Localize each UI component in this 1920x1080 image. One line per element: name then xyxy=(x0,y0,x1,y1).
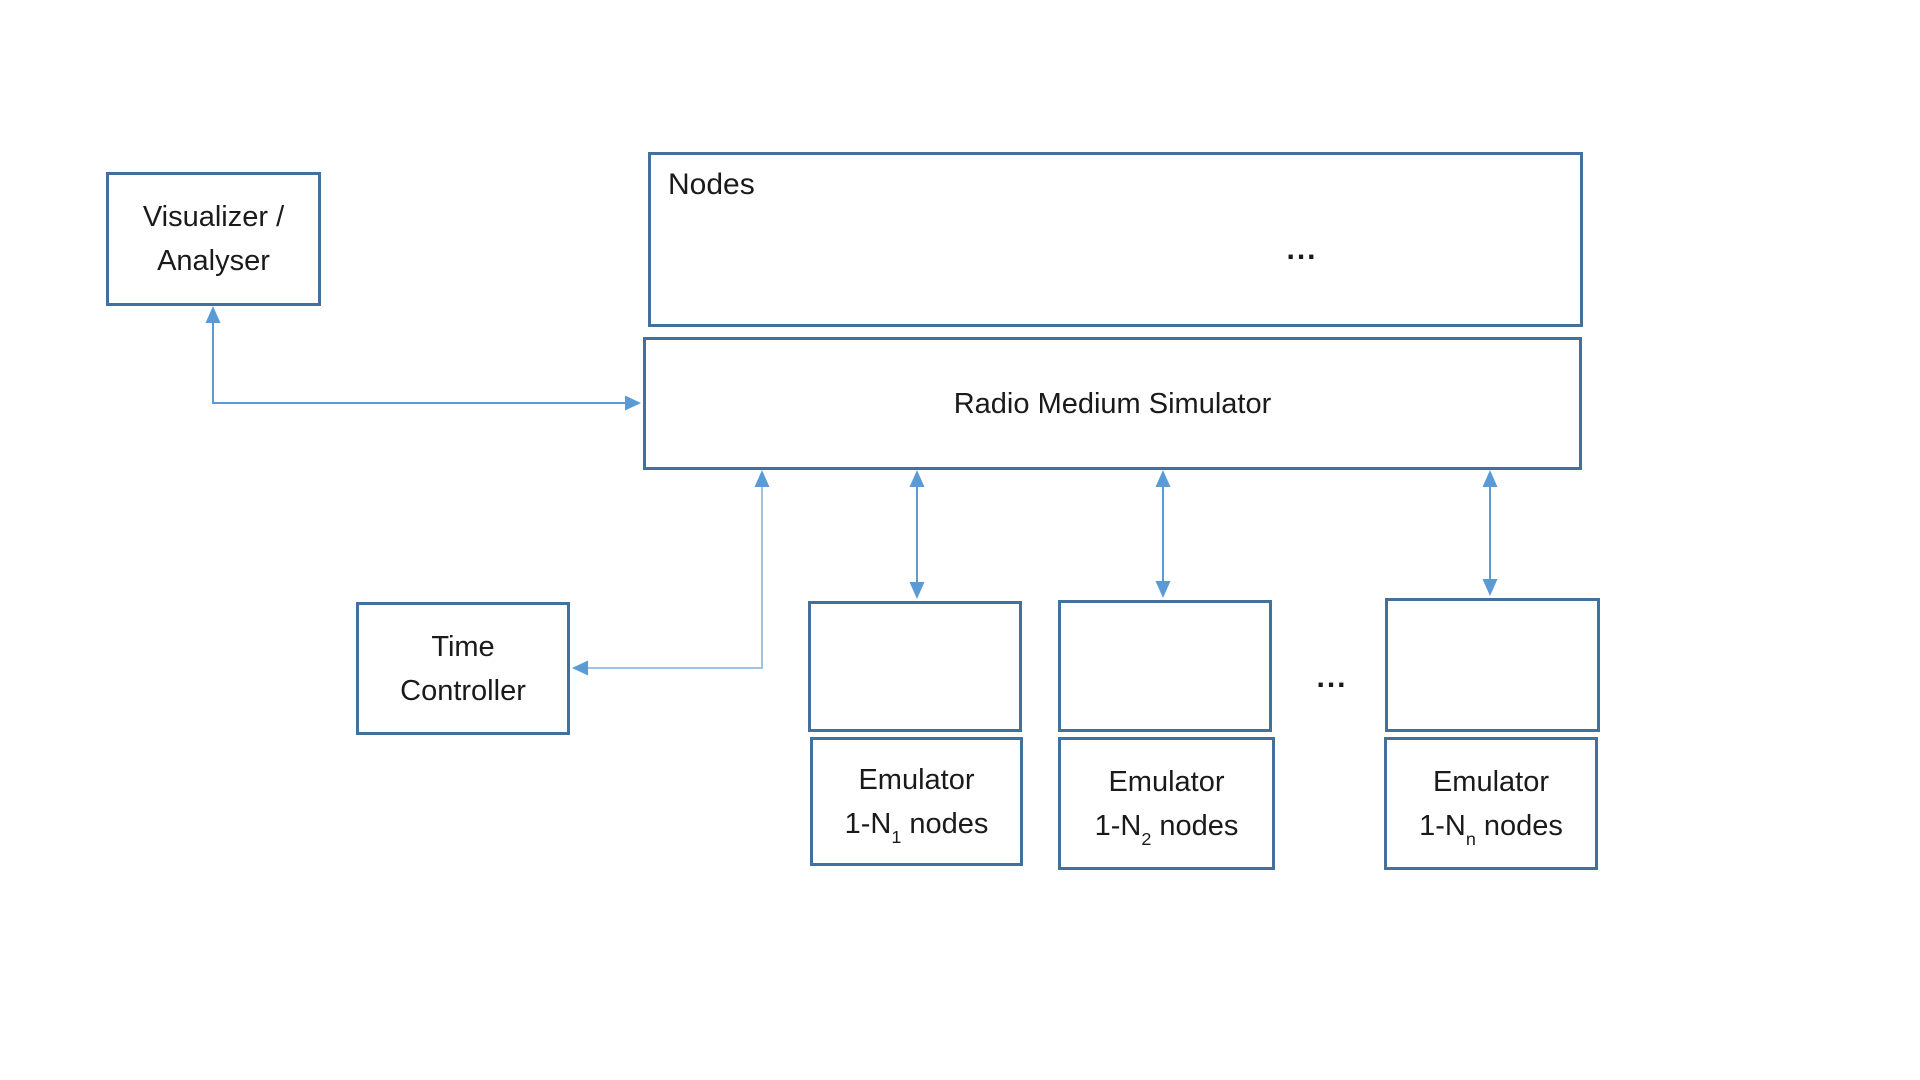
radio-medium-simulator-box: Radio Medium Simulator xyxy=(643,337,1582,470)
arrowhead-down-emulator2-icon xyxy=(1155,581,1171,598)
emulator1-nodes-suffix: nodes xyxy=(901,807,989,840)
emulator2-nodes-suffix: nodes xyxy=(1151,809,1239,842)
time-controller-label-line2: Controller xyxy=(400,674,526,707)
radio-medium-simulator-label: Radio Medium Simulator xyxy=(953,387,1272,420)
emulator2-nodes-prefix: 1-N xyxy=(1094,809,1142,842)
emulator1-nodes-label: 1-N1 nodes xyxy=(845,802,989,846)
arrowhead-left-timecontroller-icon xyxy=(572,660,588,676)
emulator1-cluster-box xyxy=(808,601,1022,732)
emulator1-nodes-prefix: 1-N xyxy=(844,807,892,840)
cluster-ellipsis: ... xyxy=(1316,661,1348,694)
emulatorN-title: Emulator xyxy=(1432,765,1550,798)
emulatorN-nodes-sub: n xyxy=(1465,828,1476,849)
emulator2-nodes-label: 1-N2 nodes xyxy=(1095,804,1239,848)
arrowhead-up-rms-1-icon xyxy=(909,470,925,487)
emulatorN-cluster-box xyxy=(1385,598,1600,732)
emulator2-box: Emulator 1-N2 nodes xyxy=(1058,737,1275,870)
emulator2-nodes-sub: 2 xyxy=(1141,828,1152,849)
arrowhead-up-rms-n-icon xyxy=(1482,470,1498,487)
emulatorN-nodes-suffix: nodes xyxy=(1475,809,1563,842)
connector-timecontroller-to-rms xyxy=(586,479,763,669)
nodes-panel-ellipsis: ... xyxy=(1286,233,1318,266)
visualizer-label-line1: Visualizer / xyxy=(142,201,285,233)
arrowhead-up-visualizer-icon xyxy=(205,306,221,323)
emulator1-nodes-sub: 1 xyxy=(891,826,902,847)
emulator1-title: Emulator xyxy=(858,763,975,796)
visualizer-label-line2: Analyser xyxy=(157,245,270,277)
nodes-panel-label: Nodes xyxy=(668,168,755,201)
emulator2-title: Emulator xyxy=(1108,765,1225,798)
arrowhead-right-rms-icon xyxy=(625,395,641,411)
emulatorN-nodes-label: 1-Nn nodes xyxy=(1419,804,1563,848)
arrowhead-up-rms-left-icon xyxy=(754,470,770,487)
emulatorN-box: Emulator 1-Nn nodes xyxy=(1384,737,1598,870)
emulator1-box: Emulator 1-N1 nodes xyxy=(810,737,1023,866)
nodes-panel: Nodes xyxy=(648,152,1583,327)
time-controller-label-line1: Time xyxy=(431,630,495,663)
time-controller-box: Time Controller xyxy=(356,602,570,735)
arrowhead-up-rms-2-icon xyxy=(1155,470,1171,487)
visualizer-analyser-box: Visualizer / Analyser xyxy=(106,172,321,306)
emulatorN-nodes-prefix: 1-N xyxy=(1419,809,1466,842)
emulator2-cluster-box xyxy=(1058,600,1272,732)
connector-visualizer-to-rms xyxy=(212,321,627,404)
arrowhead-down-emulator1-icon xyxy=(909,582,925,599)
arrowhead-down-emulatorN-icon xyxy=(1482,579,1498,596)
